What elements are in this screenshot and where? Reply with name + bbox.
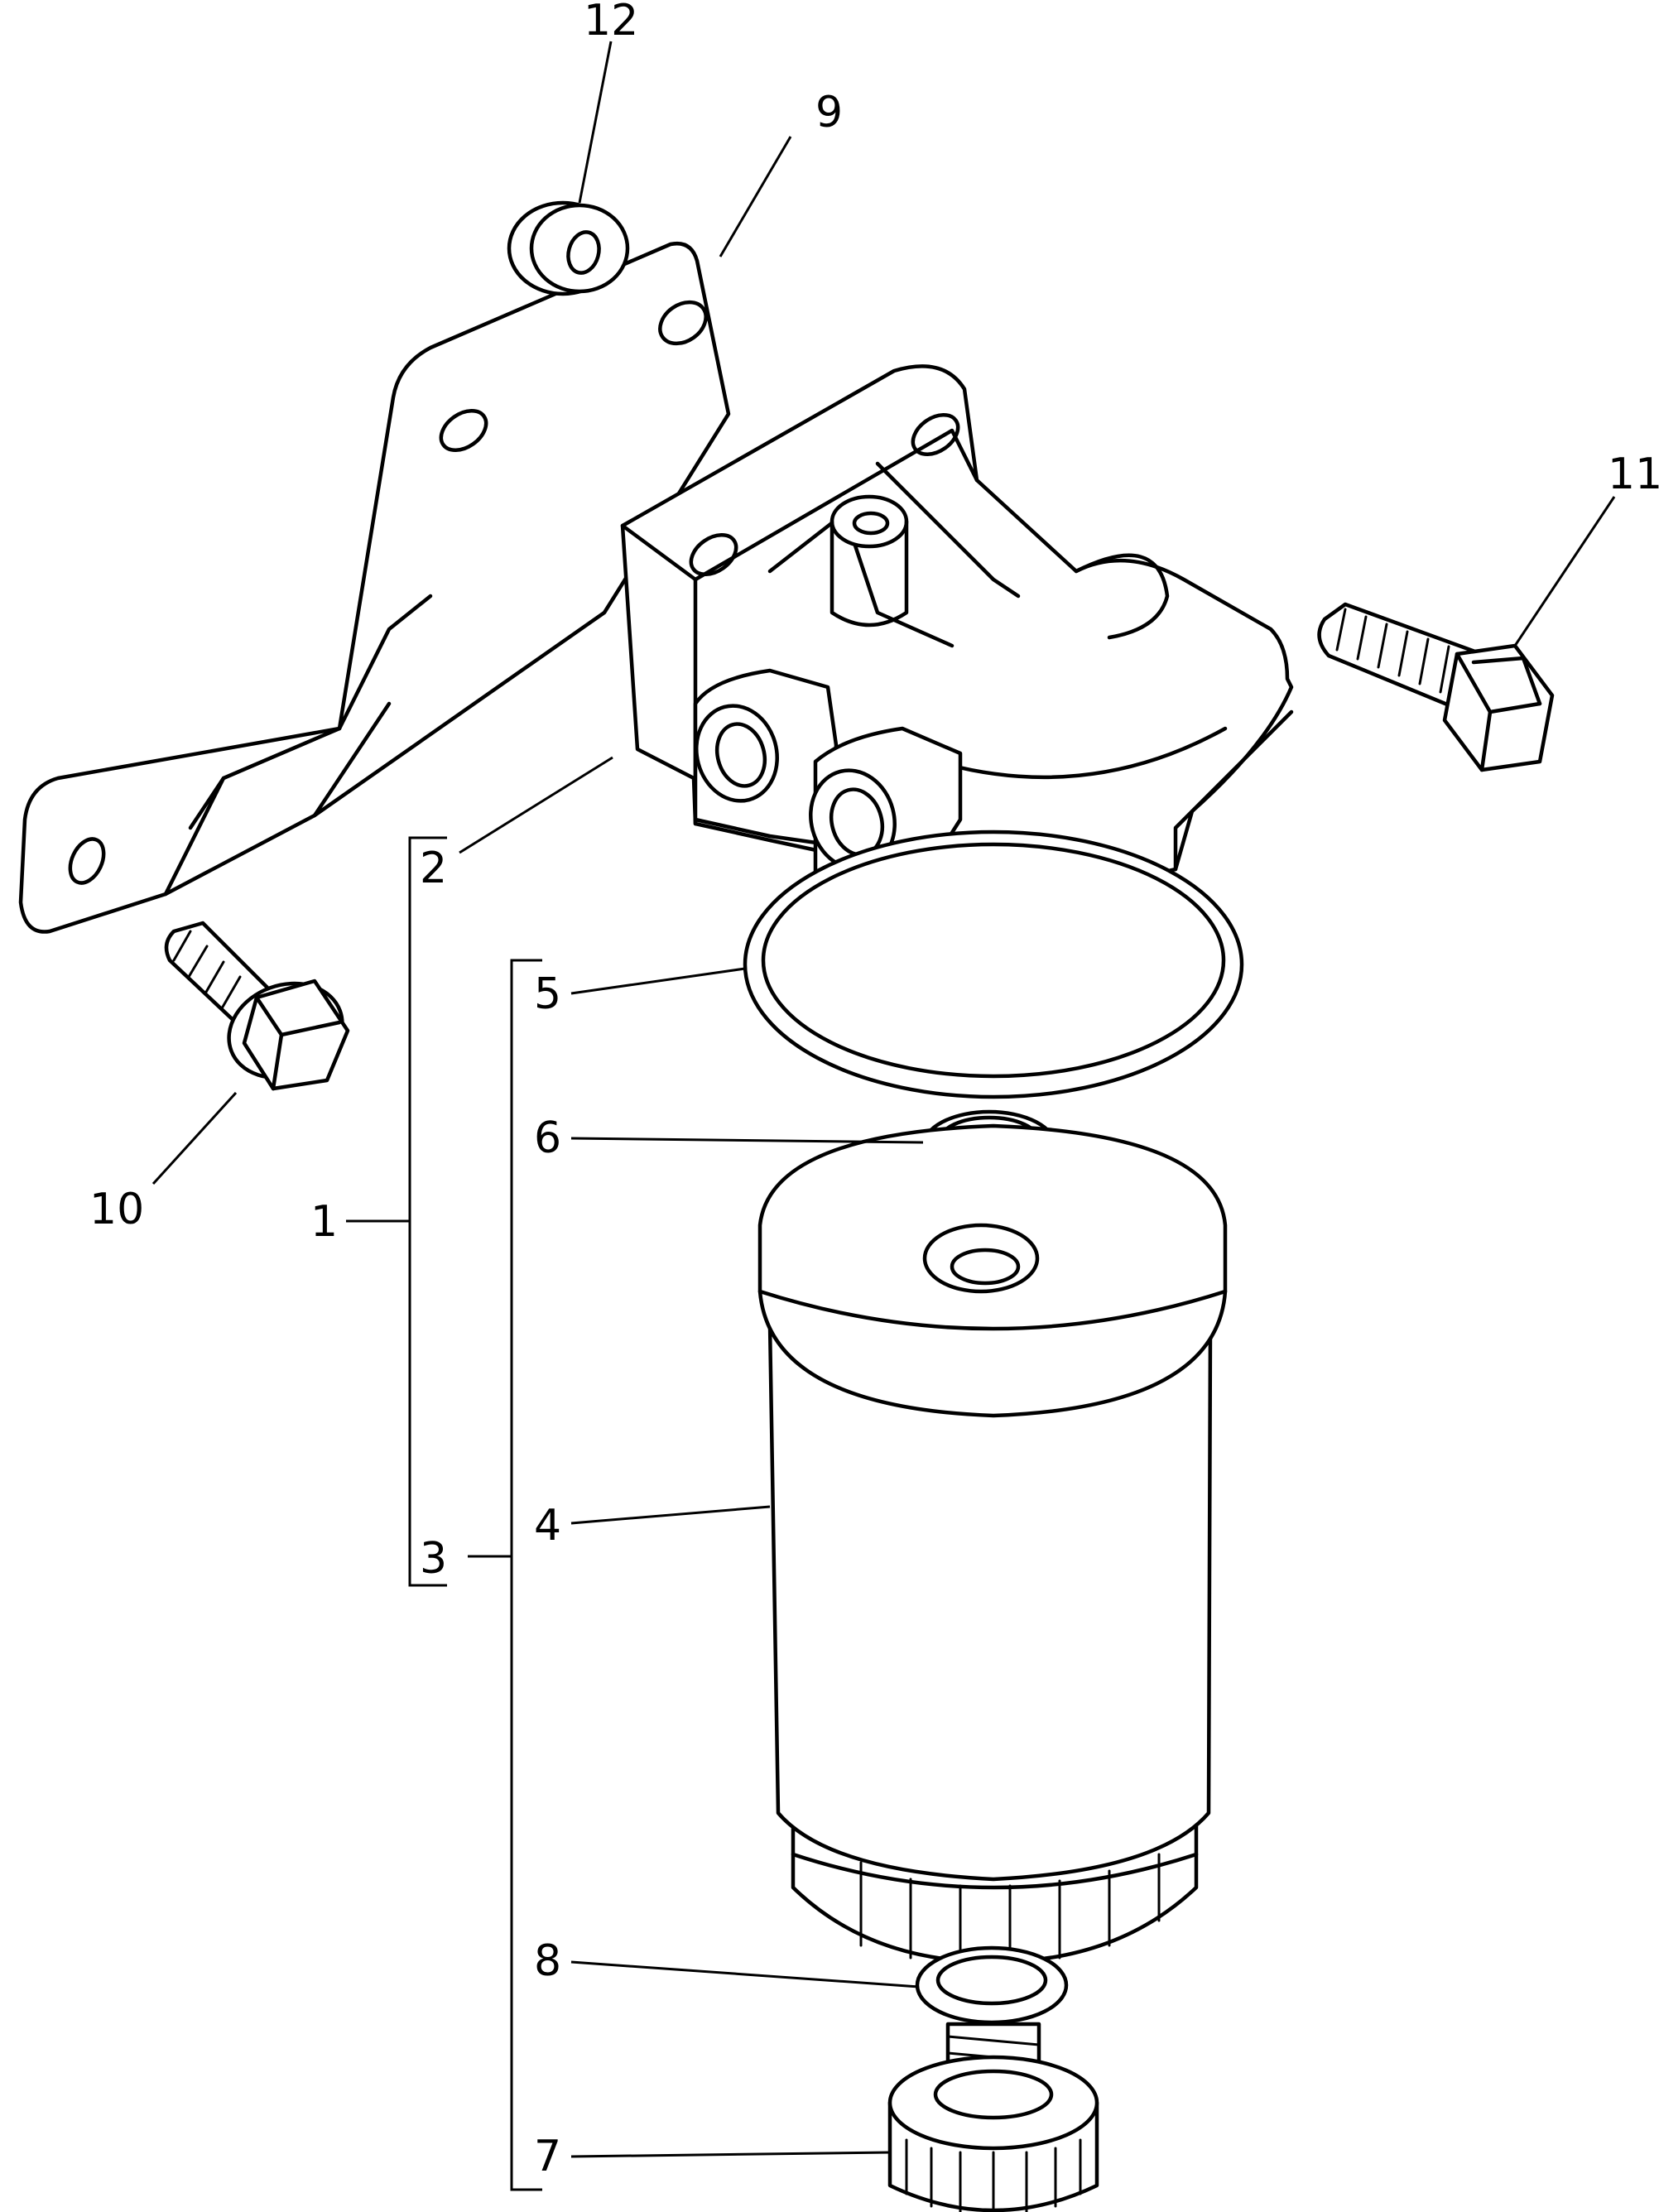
- filter-cartridge-part-4: [757, 1123, 1228, 1964]
- callout-1: 1: [310, 1197, 338, 1247]
- callout-8: 8: [534, 1936, 561, 1986]
- callout-6: 6: [534, 1113, 561, 1163]
- callout-5: 5: [534, 969, 561, 1019]
- bolt-part-11: [1317, 602, 1555, 772]
- bolt-part-10: [164, 921, 350, 1091]
- callout-11: 11: [1608, 450, 1659, 499]
- callout-4: 4: [534, 1501, 561, 1551]
- o-ring-part-5: [743, 830, 1244, 1099]
- callout-7: 7: [534, 2132, 561, 2181]
- nut-part-12: [507, 200, 630, 296]
- drain-plug-part-7: [887, 2022, 1099, 2212]
- washer-part-8: [915, 1945, 1069, 2025]
- callout-3: 3: [420, 1534, 447, 1584]
- filter-head-part-2: [620, 364, 1294, 913]
- callout-2: 2: [420, 844, 447, 893]
- callout-labels: 12 9 11 10 1 2 3 5 6 4 8 7: [89, 0, 1659, 2181]
- callout-leaders: [151, 41, 1616, 2191]
- callout-10: 10: [89, 1185, 144, 1234]
- mounting-bracket-part-9: [18, 241, 731, 934]
- callout-9: 9: [815, 88, 843, 137]
- callout-12: 12: [584, 0, 638, 46]
